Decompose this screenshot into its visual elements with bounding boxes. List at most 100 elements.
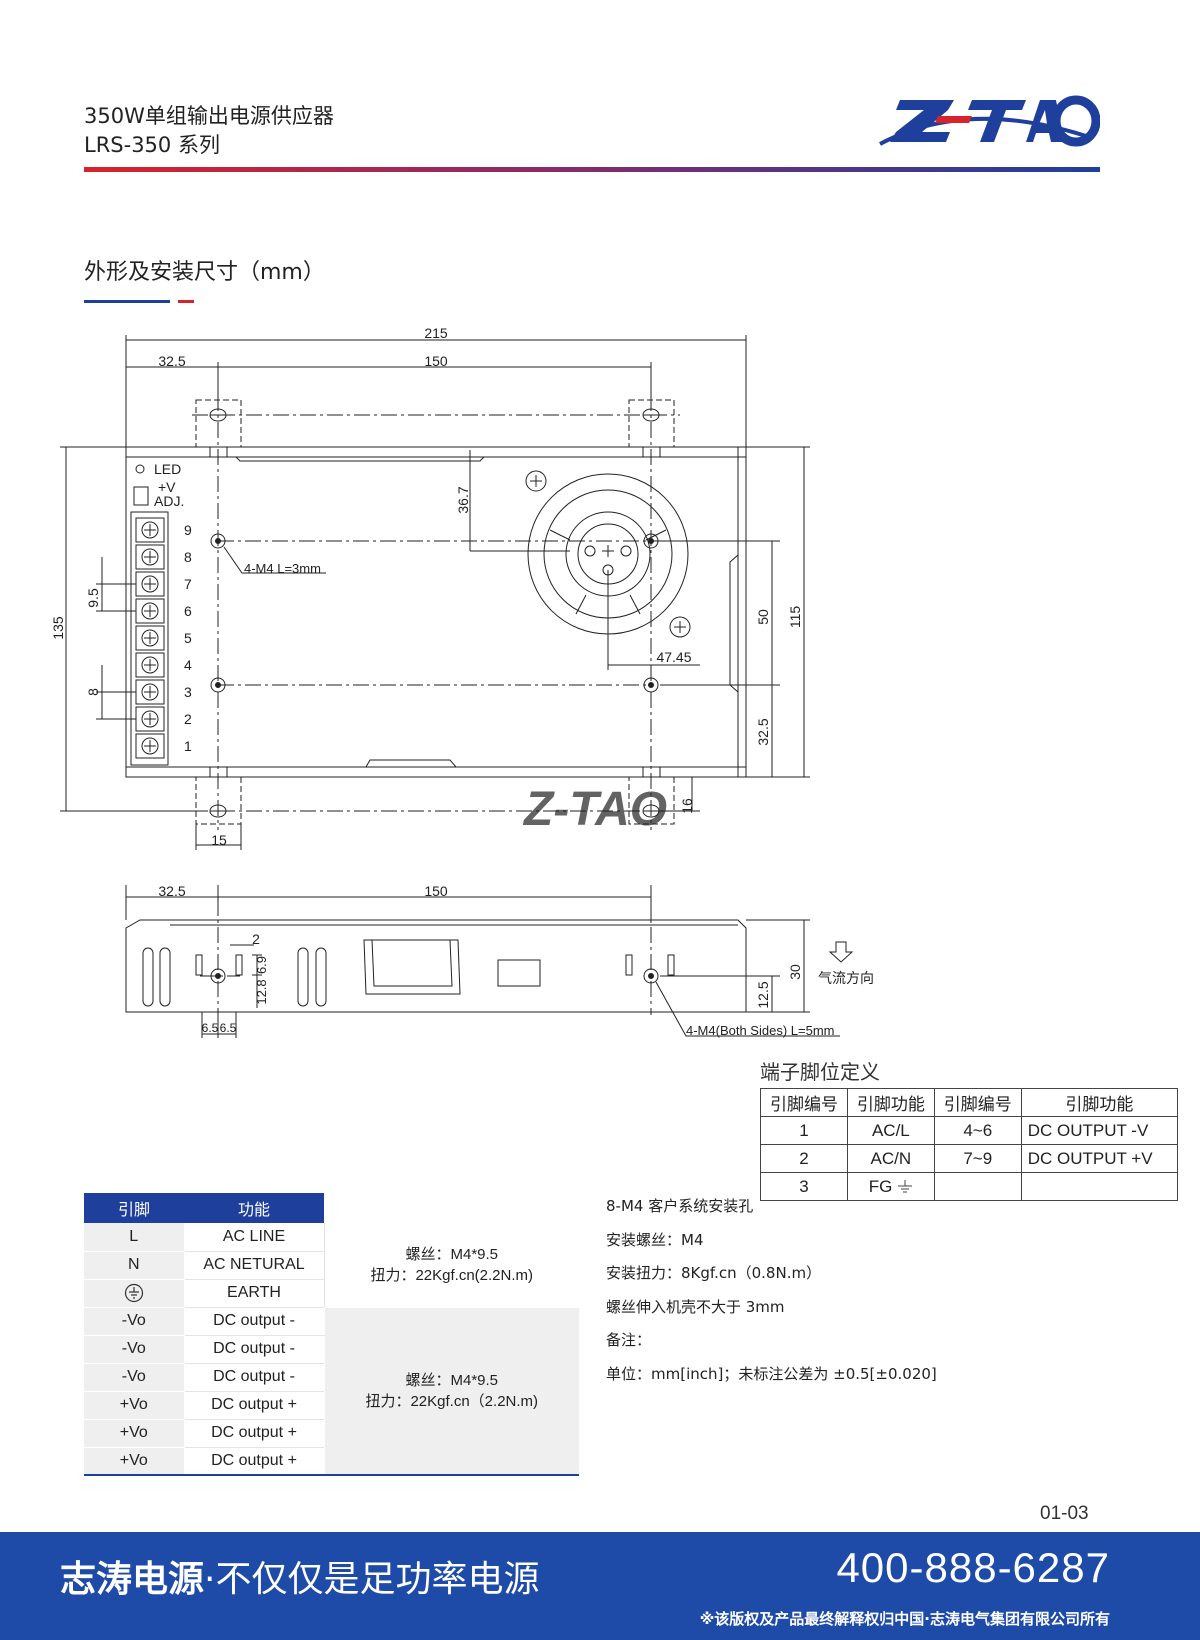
mechanical-drawing: Z-TAO 215 32.5 150 135 36.7 9.5 8 50 115… <box>50 325 874 1038</box>
dim-16: 16 <box>679 798 695 814</box>
function-cell: EARTH <box>184 1279 324 1308</box>
dim-47-45: 47.45 <box>656 649 691 665</box>
table-row: 3 FG <box>760 1172 1179 1201</box>
column-header: 引脚编号 <box>760 1088 848 1117</box>
table-row: -Vo DC output - 螺丝：M4*9.5 扭力：22Kgf.cn（2.… <box>84 1307 579 1476</box>
table-row: +Vo DC output + <box>84 1419 579 1448</box>
table-row: EARTH <box>84 1279 579 1308</box>
side-dim-150: 150 <box>424 883 448 899</box>
terminal-number: 5 <box>184 630 192 646</box>
cell: 7~9 <box>933 1144 1022 1173</box>
cell: 4~6 <box>933 1116 1022 1145</box>
footer-copyright: ※该版权及产品最终解释权归中国·志涛电气集团有限公司所有 <box>699 1610 1110 1628</box>
document-title: 350W单组输出电源供应器 LRS-350 系列 <box>84 102 334 160</box>
cell: AC/N <box>846 1144 935 1173</box>
slogan-rest: ·不仅仅是足功率电源 <box>204 1559 540 1600</box>
column-header-function: 功能 <box>184 1193 324 1223</box>
adj-label: ADJ. <box>154 493 184 509</box>
ground-icon <box>898 1180 913 1193</box>
dim-135: 135 <box>50 616 66 640</box>
cell: DC OUTPUT +V <box>1020 1144 1179 1173</box>
side-dim-12-5: 12.5 <box>755 981 771 1008</box>
vplus-label: +V <box>158 479 176 495</box>
note-line: 安装扭力：8Kgf.cn（0.8N.m） <box>606 1264 822 1282</box>
terminal-number: 3 <box>184 684 192 700</box>
table-row: -Vo DC output - <box>84 1363 579 1392</box>
function-cell: DC output + <box>184 1447 324 1476</box>
pin-cell: -Vo <box>84 1335 185 1364</box>
footer-phone: 400-888-6287 <box>836 1544 1110 1591</box>
table-row: L AC LINE 螺丝：M4*9.5 扭力：22Kgf.cn(2.2N.m) <box>84 1223 579 1308</box>
pin-function-table: 引脚 功能 L AC LINE 螺丝：M4*9.5 扭力：22Kgf.cn(2.… <box>84 1193 579 1476</box>
column-header: 引脚功能 <box>846 1088 935 1117</box>
note-line: 安装螺丝：M4 <box>606 1230 704 1249</box>
ground-icon <box>124 1283 143 1303</box>
note-line: 单位：mm[inch]；未标注公差为 ±0.5[±0.020] <box>606 1364 937 1383</box>
pin-cell: +Vo <box>84 1419 185 1448</box>
fan-guard <box>525 470 691 638</box>
cell: DC OUTPUT -V <box>1020 1116 1179 1145</box>
page-number: 01-03 <box>1040 1503 1089 1524</box>
terminal-number: 6 <box>184 603 192 619</box>
torque-spec: 扭力：22Kgf.cn(2.2N.m) <box>370 1266 534 1284</box>
dim-50: 50 <box>755 609 771 625</box>
mount-label-top: 4-M4 L=3mm <box>244 561 321 576</box>
note-line: 8-M4 客户系统安装孔 <box>606 1197 754 1215</box>
function-cell: DC output - <box>184 1363 324 1392</box>
mounting-notes: 8-M4 客户系统安装孔 安装螺丝：M4 安装扭力：8Kgf.cn（0.8N.m… <box>606 1196 937 1397</box>
side-dim-2: 2 <box>252 931 260 947</box>
column-header: 引脚功能 <box>1020 1088 1179 1117</box>
note-line: 备注： <box>606 1331 652 1349</box>
spec-cell-ac: 螺丝：M4*9.5 扭力：22Kgf.cn(2.2N.m) <box>323 1223 579 1308</box>
side-view-body <box>125 919 747 1013</box>
section-underline-red <box>178 300 194 303</box>
table-row: -Vo DC output - <box>84 1335 579 1364</box>
header-divider <box>84 167 1100 172</box>
footer-banner: 志涛电源·不仅仅是足功率电源 400-888-6287 ※该版权及产品最终解释权… <box>0 1532 1200 1640</box>
table-header-row: 引脚编号 引脚功能 引脚编号 引脚功能 <box>760 1088 1179 1117</box>
column-header-pin: 引脚 <box>84 1193 184 1223</box>
table-row: N AC NETURAL <box>84 1251 579 1280</box>
pin-cell <box>84 1279 185 1308</box>
function-cell: DC output + <box>184 1419 324 1448</box>
side-dim-6-5b: 6.5 <box>220 1021 237 1035</box>
section-underline-blue <box>84 300 170 303</box>
led-label: LED <box>154 461 181 477</box>
dim-215: 215 <box>424 325 448 341</box>
cell: 3 <box>760 1172 848 1201</box>
pin-cell: L <box>84 1223 185 1252</box>
column-header-blank <box>324 1193 579 1223</box>
terminal-number: 8 <box>184 549 192 565</box>
pin-cell: -Vo <box>84 1363 185 1392</box>
table-row: +Vo DC output + <box>84 1447 579 1476</box>
screw-spec: 螺丝：M4*9.5 <box>405 1371 499 1389</box>
side-dim-30: 30 <box>787 964 803 980</box>
cell-text: FG <box>868 1176 893 1196</box>
table-row: 1 AC/L 4~6 DC OUTPUT -V <box>760 1116 1179 1145</box>
dim-8: 8 <box>85 688 101 696</box>
mount-label-side: 4-M4(Both Sides) L=5mm <box>686 1023 834 1038</box>
screw-spec: 螺丝：M4*9.5 <box>405 1245 499 1263</box>
note-line: 螺丝伸入机壳不大于 3mm <box>606 1297 785 1316</box>
pin-cell: +Vo <box>84 1391 185 1420</box>
cell: 1 <box>760 1116 848 1145</box>
terminal-numbers: 9 8 7 6 5 4 3 2 1 <box>184 522 192 754</box>
cell: FG <box>846 1172 935 1201</box>
title-line-1: 350W单组输出电源供应器 <box>84 104 334 128</box>
ztao-logo <box>879 95 1100 147</box>
terminal-number: 7 <box>184 576 192 592</box>
pin-cell: +Vo <box>84 1447 185 1476</box>
dim-36-7: 36.7 <box>455 486 471 513</box>
side-dim-32-5: 32.5 <box>158 883 185 899</box>
cell: 2 <box>760 1144 848 1173</box>
function-cell: DC output + <box>184 1391 324 1420</box>
table-row: +Vo DC output + <box>84 1391 579 1420</box>
terminal-number: 4 <box>184 657 192 673</box>
pin-cell: N <box>84 1251 185 1280</box>
footer-slogan: 志涛电源·不仅仅是足功率电源 <box>60 1550 539 1602</box>
pin-definition-table: 引脚编号 引脚功能 引脚编号 引脚功能 1 AC/L 4~6 DC OUTPUT… <box>760 1088 1179 1201</box>
cell: AC/L <box>846 1116 935 1145</box>
title-line-2: LRS-350 系列 <box>84 133 220 157</box>
terminal-number: 2 <box>184 711 192 727</box>
table-row: 2 AC/N 7~9 DC OUTPUT +V <box>760 1144 1179 1173</box>
